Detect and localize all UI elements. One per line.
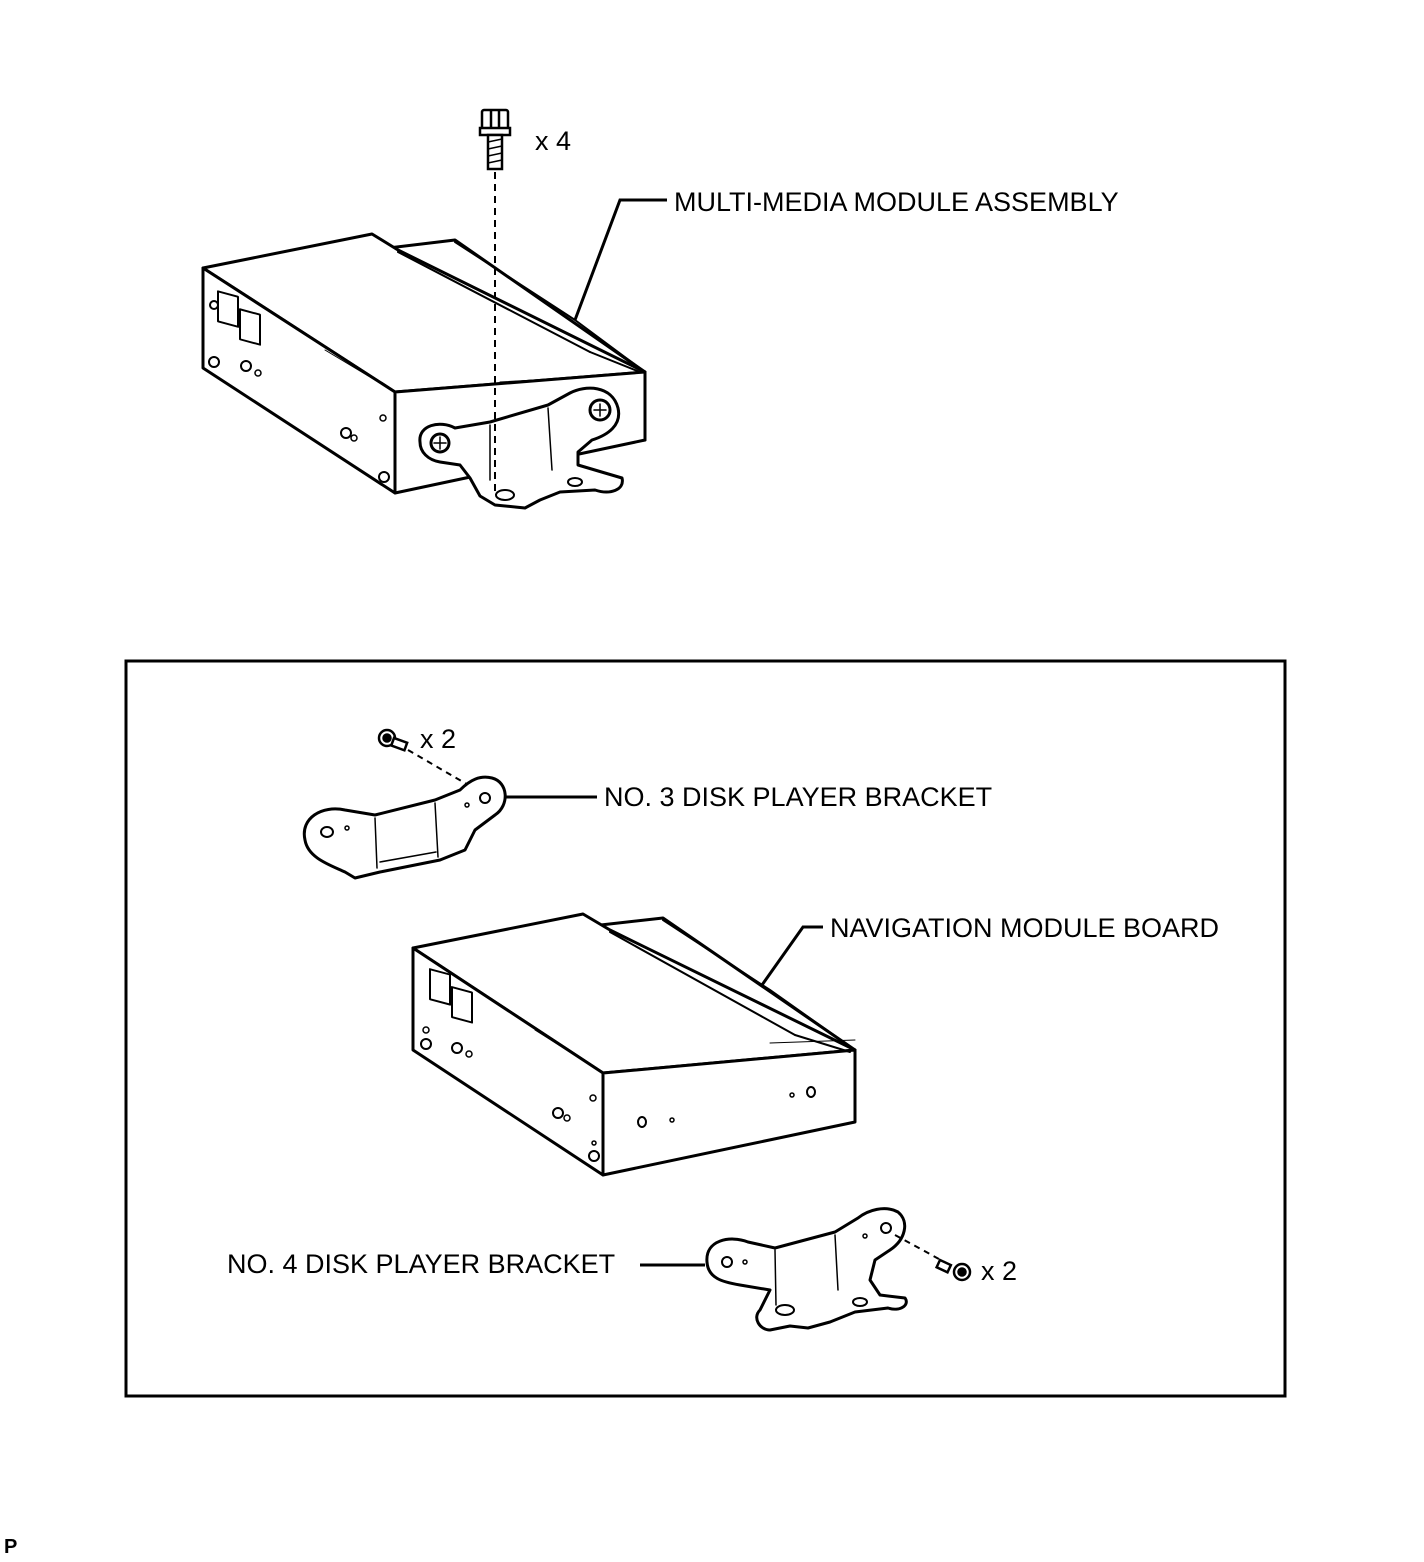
corner-mark: P [4,1536,18,1558]
assembly-label: MULTI-MEDIA MODULE ASSEMBLY [674,187,1119,217]
screw-icon [934,1258,972,1282]
multi-media-module-assembly [201,232,647,510]
assembly-leader-line [573,198,667,321]
no3-bracket-label: NO. 3 DISK PLAYER BRACKET [604,782,992,812]
no4-disk-player-bracket [705,1207,908,1332]
upper-screw-guide-line [407,749,471,787]
detail-frame [124,659,1287,1398]
bolt-quantity-label: x 4 [535,126,571,156]
lower-screw-quantity-label: x 2 [981,1256,1017,1286]
hex-bolt-icon [478,108,512,171]
board-leader-line [760,925,823,986]
navigation-module-board [411,912,857,1177]
no4-bracket-label: NO. 4 DISK PLAYER BRACKET [227,1249,615,1279]
board-label: NAVIGATION MODULE BOARD [830,913,1219,943]
no3-disk-player-bracket [302,775,507,880]
screw-icon [377,728,409,752]
upper-screw-quantity-label: x 2 [420,724,456,754]
